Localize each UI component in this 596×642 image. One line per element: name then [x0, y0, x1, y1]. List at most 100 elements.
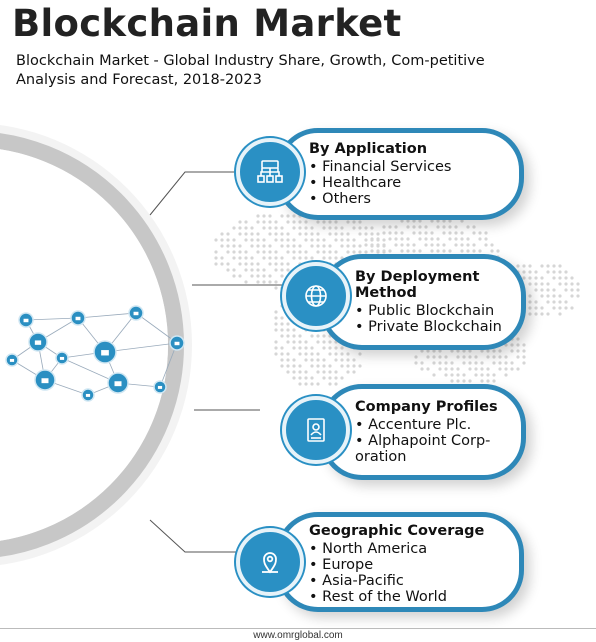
map-dot	[492, 361, 496, 365]
map-dot	[346, 220, 350, 224]
map-dot	[268, 220, 272, 224]
map-dot	[438, 361, 442, 365]
map-dot	[232, 250, 236, 254]
map-dot	[472, 243, 476, 247]
network-edge	[77, 312, 137, 319]
list-item: Accenture Plc.	[355, 417, 505, 433]
lock-icon	[114, 381, 122, 387]
map-dot	[268, 250, 272, 254]
map-dot	[322, 244, 326, 248]
map-dot	[328, 346, 332, 350]
map-dot	[304, 376, 308, 380]
map-dot	[268, 274, 272, 278]
map-dot	[388, 231, 392, 235]
map-dot	[292, 370, 296, 374]
map-dot	[546, 282, 550, 286]
map-dot	[250, 256, 254, 260]
map-dot	[414, 355, 418, 359]
map-dot	[244, 226, 248, 230]
map-dot	[456, 367, 460, 371]
map-dot	[220, 238, 224, 242]
lock-icon	[59, 356, 65, 360]
map-dot	[418, 237, 422, 241]
map-dot	[340, 346, 344, 350]
map-dot	[490, 249, 494, 253]
map-dot	[334, 238, 338, 242]
map-dot	[436, 249, 440, 253]
map-dot	[352, 244, 356, 248]
map-dot	[214, 238, 218, 242]
map-dot	[292, 226, 296, 230]
map-dot	[310, 256, 314, 260]
map-dot	[558, 294, 562, 298]
map-dot	[280, 352, 284, 356]
map-dot	[558, 300, 562, 304]
map-dot	[352, 250, 356, 254]
map-dot	[430, 249, 434, 253]
map-dot	[454, 243, 458, 247]
id-card-icon	[282, 396, 350, 464]
map-dot	[352, 220, 356, 224]
map-dot	[310, 232, 314, 236]
map-dot	[492, 355, 496, 359]
map-dot	[394, 225, 398, 229]
map-dot	[466, 225, 470, 229]
footer-url[interactable]: www.omrglobal.com	[247, 630, 349, 641]
map-dot	[280, 262, 284, 266]
map-dot	[418, 225, 422, 229]
map-dot	[424, 231, 428, 235]
map-dot	[420, 367, 424, 371]
map-dot	[298, 376, 302, 380]
map-dot	[334, 232, 338, 236]
map-dot	[256, 232, 260, 236]
map-dot	[448, 219, 452, 223]
map-dot	[456, 373, 460, 377]
map-dot	[274, 262, 278, 266]
map-dot	[316, 244, 320, 248]
map-dot	[552, 300, 556, 304]
map-dot	[322, 358, 326, 362]
map-dot	[244, 268, 248, 272]
map-dot	[304, 370, 308, 374]
list-item: Financial Services	[309, 159, 451, 175]
segment-card-geography: Geographic Coverage North America Europe…	[276, 512, 524, 612]
map-dot	[214, 256, 218, 260]
map-dot	[432, 361, 436, 365]
map-dot	[310, 364, 314, 368]
map-dot	[558, 276, 562, 280]
list-item: Europe	[309, 557, 484, 573]
map-dot	[552, 270, 556, 274]
map-dot	[376, 243, 380, 247]
map-dot	[382, 243, 386, 247]
map-dot	[358, 352, 362, 356]
map-dot	[292, 220, 296, 224]
map-dot	[450, 361, 454, 365]
map-dot	[498, 355, 502, 359]
map-dot	[328, 226, 332, 230]
map-dot	[418, 249, 422, 253]
network-edge	[159, 342, 178, 388]
map-dot	[298, 370, 302, 374]
map-dot	[436, 243, 440, 247]
map-dot	[558, 312, 562, 316]
map-dot	[516, 337, 520, 341]
map-dot	[328, 340, 332, 344]
map-dot	[280, 274, 284, 278]
map-dot	[328, 364, 332, 368]
map-dot	[226, 238, 230, 242]
map-dot	[298, 340, 302, 344]
map-dot	[304, 232, 308, 236]
map-dot	[546, 294, 550, 298]
map-dot	[528, 276, 532, 280]
map-dot	[286, 364, 290, 368]
map-dot	[244, 250, 248, 254]
map-dot	[322, 250, 326, 254]
map-dot	[468, 349, 472, 353]
map-dot	[444, 361, 448, 365]
map-dot	[534, 276, 538, 280]
map-dot	[426, 367, 430, 371]
map-dot	[510, 361, 514, 365]
map-dot	[478, 231, 482, 235]
map-dot	[346, 244, 350, 248]
